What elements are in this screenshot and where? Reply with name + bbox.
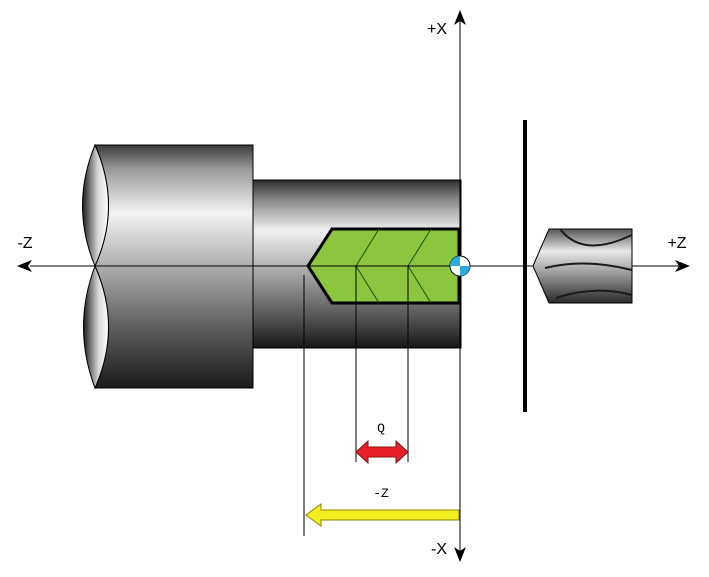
minus-x-label: -X: [431, 541, 447, 558]
x-axis: [454, 10, 466, 562]
plus-x-label: +X: [427, 21, 447, 38]
plus-z-label: +Z: [667, 235, 686, 252]
origin-marker: [449, 255, 471, 277]
drill-body: [532, 228, 633, 304]
plus-x-arrowhead: [454, 10, 466, 25]
drill-flute-3: [555, 289, 633, 299]
minus-z-arrowhead: [17, 260, 32, 272]
drill-flute-2: [544, 262, 633, 271]
plus-z-arrowhead: [675, 260, 690, 272]
extension-lines: [303, 266, 409, 536]
drill-tool: [532, 228, 633, 304]
drill-flute-1: [559, 228, 633, 247]
z-depth-arrow: [305, 503, 460, 527]
q-dimension: Q: [355, 421, 409, 465]
z-depth-label: -Z: [373, 486, 389, 501]
minus-z-label: -Z: [17, 235, 32, 252]
minus-x-arrowhead: [454, 547, 466, 562]
workpiece-break-lower: [83, 264, 109, 390]
z-depth-dimension: -Z: [305, 486, 460, 527]
q-arrow: [355, 439, 409, 465]
q-label: Q: [377, 421, 385, 436]
